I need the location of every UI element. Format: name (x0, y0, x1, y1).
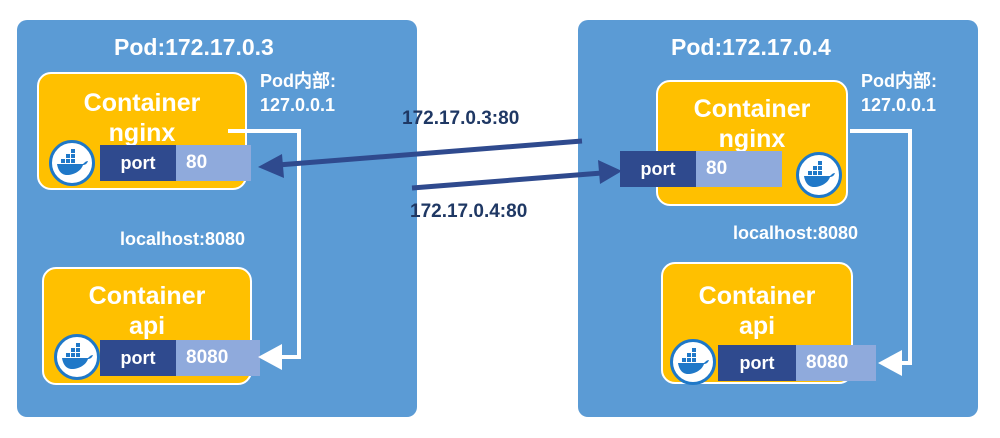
pod-1-nginx-name-line1: Container (83, 89, 201, 117)
pod-1: Pod:172.17.0.3 Pod内部: 127.0.0.1 localhos… (17, 20, 417, 417)
connection-label-pod-1: 172.17.0.3:80 (402, 108, 520, 129)
pod-2-inner-note-line1: Pod内部: (861, 71, 937, 91)
pod-2-localhost-note: localhost:8080 (733, 223, 859, 243)
link-to-pod-1 (277, 138, 583, 168)
pod-2-nginx-name-line1: Container (693, 95, 811, 123)
pod-1-localhost-link (228, 129, 301, 359)
pod-2-api-name-line2: api (738, 312, 776, 340)
pod-1-nginx-port-value: 80 (176, 145, 251, 181)
pod-2-api-port-value: 8080 (796, 345, 876, 381)
pod-1-inner-note-line2: 127.0.0.1 (260, 95, 336, 115)
pod-1-api-name-line1: Container (88, 282, 206, 310)
pod-2-inner-note-line2: 127.0.0.1 (861, 95, 937, 115)
pod-2-localhost-arrowhead (878, 350, 902, 376)
pod-2-nginx-port-value: 80 (696, 151, 782, 187)
pod-1-api-port-value: 8080 (176, 340, 260, 376)
pod-2-nginx-name-line2: nginx (718, 125, 786, 153)
pod-2-nginx-port-label: port (620, 151, 696, 187)
pod-1-nginx-port-label: port (100, 145, 176, 181)
pod-1-inner-note: Pod内部: 127.0.0.1 (260, 69, 336, 117)
connection-label-pod-2: 172.17.0.4:80 (410, 201, 528, 222)
pod-1-api-name-line2: api (128, 312, 166, 340)
pod-1-title: Pod:172.17.0.3 (114, 34, 274, 60)
pod-1-localhost-arrowhead (258, 344, 282, 370)
pod-2-api-name-line1: Container (698, 282, 816, 310)
pod-2-inner-note: Pod内部: 127.0.0.1 (861, 69, 937, 117)
link-to-pod-1-arrowhead (258, 154, 284, 178)
pod-2-title: Pod:172.17.0.4 (671, 34, 831, 60)
pod-1-nginx-name-line2: nginx (108, 119, 176, 147)
docker-whale-icon (670, 339, 716, 385)
pod-1-inner-note-line1: Pod内部: (260, 71, 336, 91)
pod-1-localhost-note: localhost:8080 (120, 229, 246, 249)
pod-2-localhost-link (850, 129, 912, 365)
pod-1-api-port-label: port (100, 340, 176, 376)
docker-whale-icon (796, 152, 842, 198)
docker-whale-icon (54, 334, 100, 380)
link-to-pod-2-arrowhead (598, 160, 622, 184)
pod-2-api-port-label: port (718, 345, 796, 381)
link-to-pod-2 (411, 170, 603, 191)
docker-whale-icon (49, 140, 95, 186)
